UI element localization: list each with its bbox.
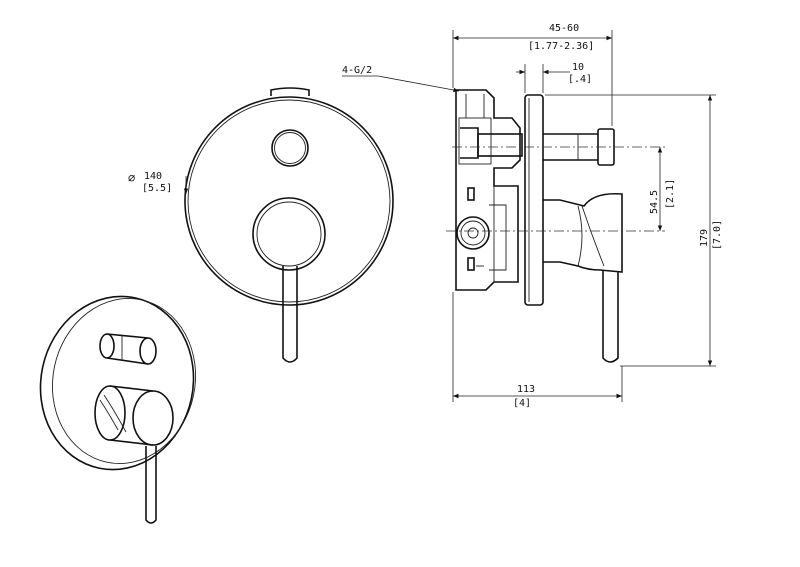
iso-diverter bbox=[99, 333, 157, 365]
top-tab bbox=[270, 87, 310, 96]
iso-plate bbox=[39, 295, 195, 471]
height-label-in: [7.0] bbox=[712, 220, 723, 250]
diameter-symbol: ⌀ bbox=[128, 171, 135, 185]
diameter-annotation: ⌀ 140 [5.5] bbox=[128, 171, 189, 194]
side-handle bbox=[543, 192, 623, 363]
projection-label-in: [4] bbox=[513, 398, 531, 409]
iso-handle bbox=[94, 385, 174, 446]
depth-range-label: 45-60 bbox=[549, 23, 579, 34]
cover-plate bbox=[184, 96, 394, 306]
side-view bbox=[455, 89, 623, 363]
center-spacing-label: 54.5 bbox=[649, 190, 660, 214]
connection-label: 4-G/2 bbox=[342, 65, 372, 76]
center-spacing-label-in: [2.1] bbox=[665, 179, 676, 209]
depth-range-label-in: [1.77-2.36] bbox=[528, 41, 594, 52]
isometric-view bbox=[39, 295, 197, 524]
plate-offset-label: 10 bbox=[572, 62, 584, 73]
connection-annotation: 4-G/2 bbox=[342, 65, 460, 93]
diameter-label-in: [5.5] bbox=[142, 183, 172, 194]
height-dimension: 179 [7.0] bbox=[545, 94, 723, 367]
center-spacing-dimension: 54.5 [2.1] bbox=[649, 147, 676, 231]
iso-lever bbox=[145, 446, 157, 524]
plate-offset-dimension: 10 [.4] bbox=[516, 62, 592, 93]
front-view bbox=[184, 87, 394, 363]
height-label: 179 bbox=[699, 229, 710, 247]
front-lever bbox=[282, 266, 298, 363]
diameter-label: 140 bbox=[144, 171, 162, 182]
plate-offset-label-in: [.4] bbox=[568, 74, 592, 85]
depth-range-dimension: 45-60 [1.77-2.36] bbox=[452, 23, 613, 126]
side-plate bbox=[524, 94, 544, 306]
projection-label: 113 bbox=[517, 384, 535, 395]
projection-dimension: 113 [4] bbox=[452, 292, 623, 409]
mixer-handle bbox=[252, 197, 326, 271]
valve-body bbox=[455, 89, 523, 291]
diverter-knob bbox=[271, 129, 309, 167]
